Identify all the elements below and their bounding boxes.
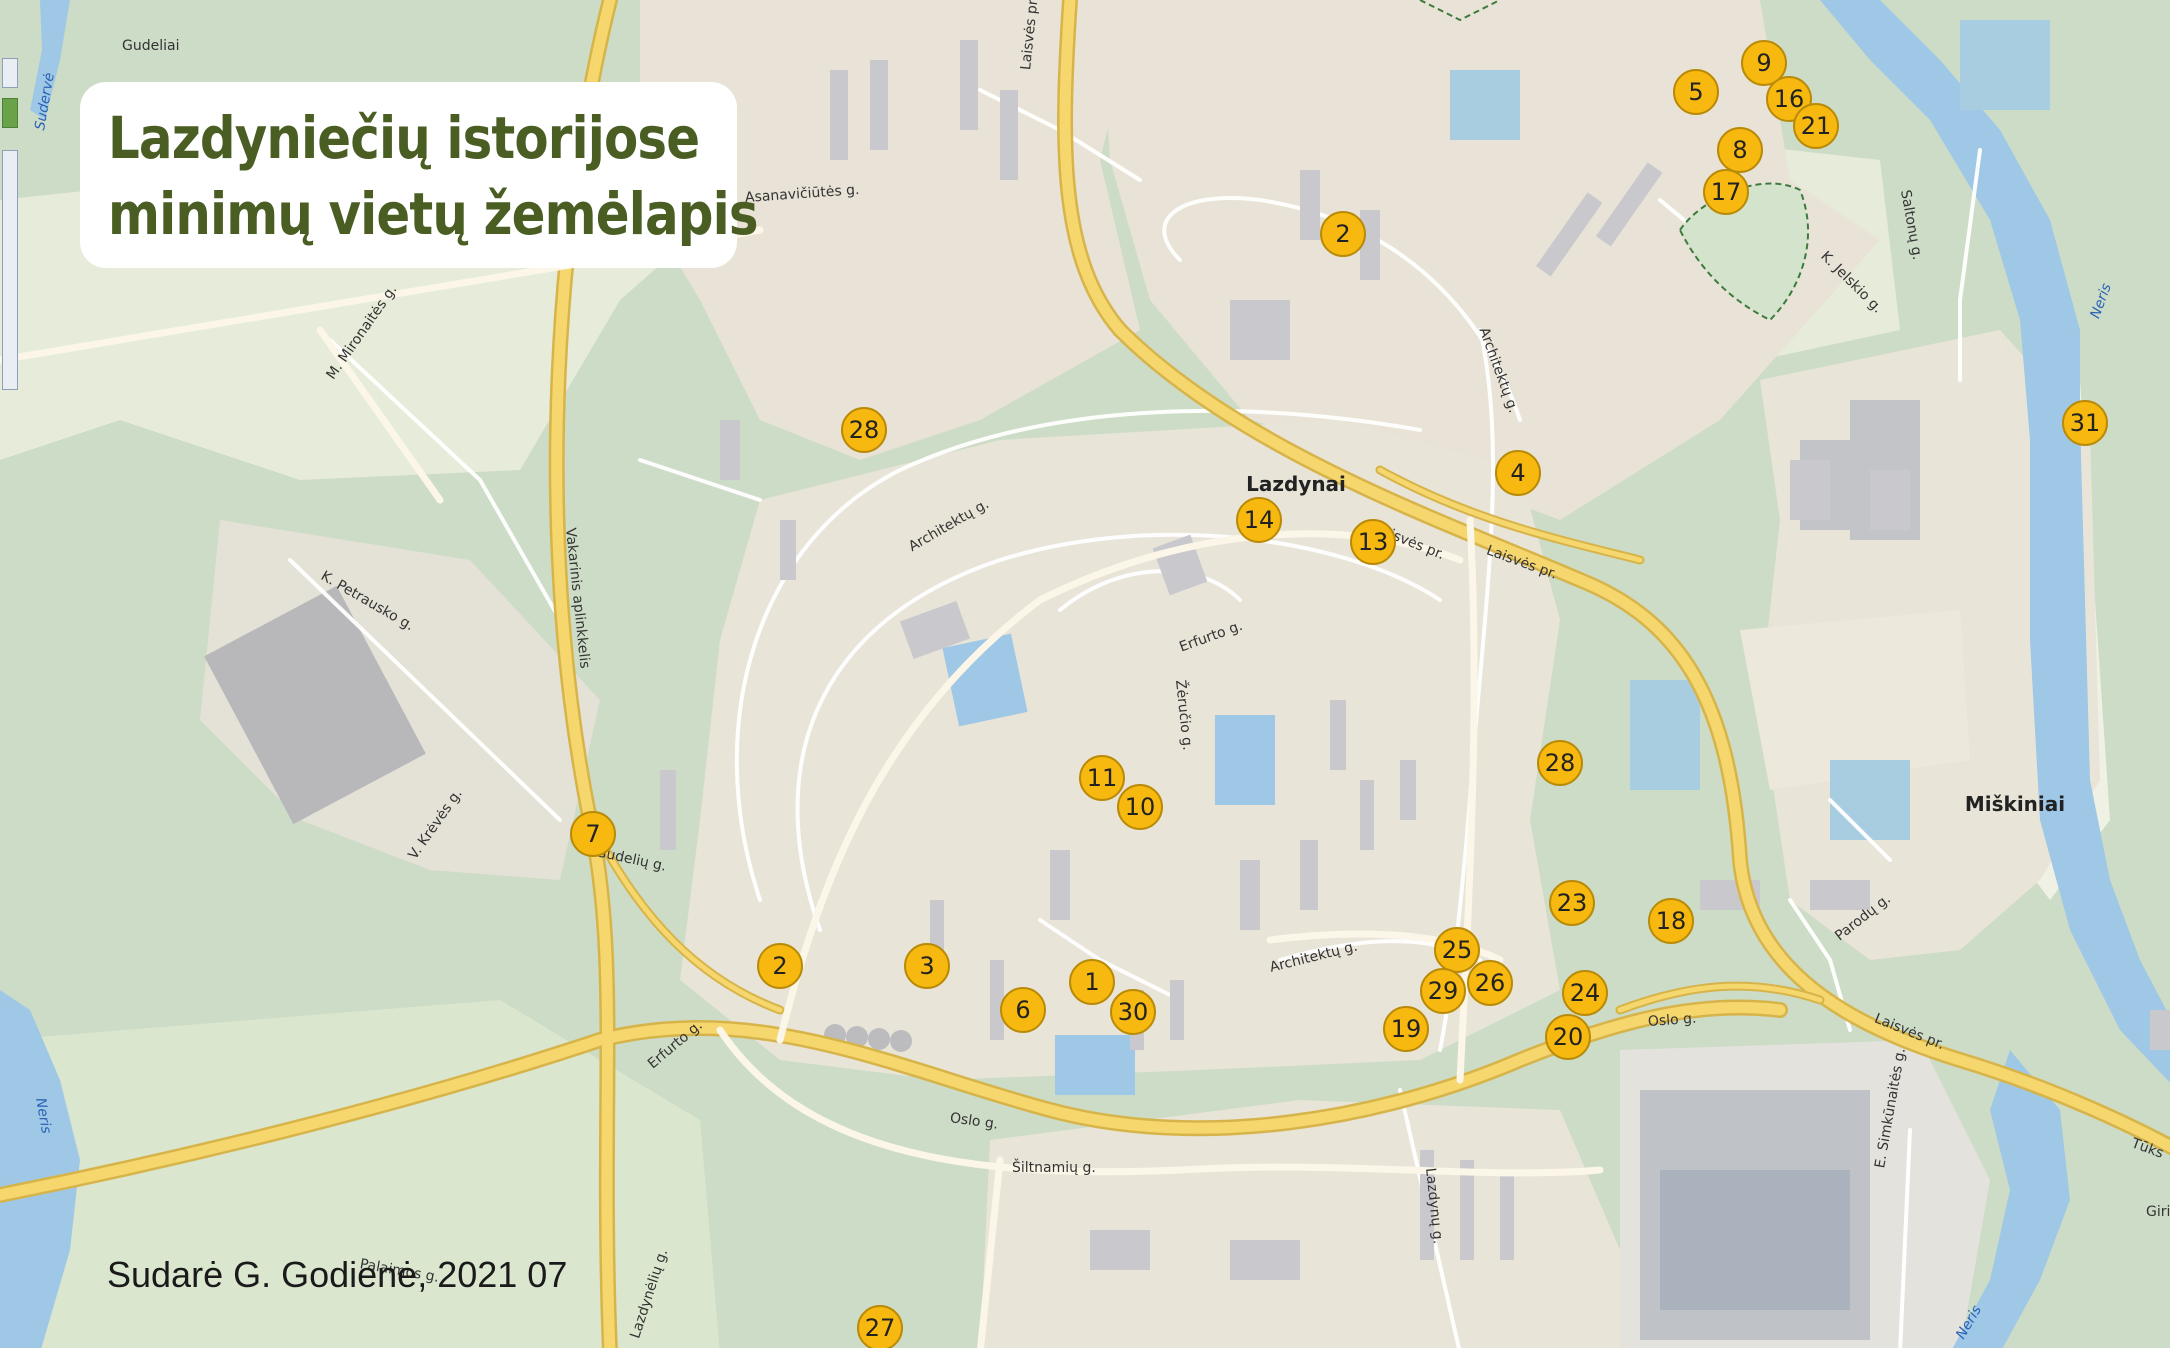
location-marker[interactable]: 19 <box>1383 1006 1429 1052</box>
location-marker[interactable]: 28 <box>841 407 887 453</box>
location-marker[interactable]: 31 <box>2062 400 2108 446</box>
location-marker[interactable]: 14 <box>1236 497 1282 543</box>
location-marker[interactable]: 10 <box>1117 784 1163 830</box>
location-marker[interactable]: 5 <box>1673 69 1719 115</box>
location-marker[interactable]: 4 <box>1495 450 1541 496</box>
zoom-in-button[interactable] <box>2 58 18 88</box>
location-marker[interactable]: 21 <box>1793 103 1839 149</box>
location-marker[interactable]: 29 <box>1420 968 1466 1014</box>
location-marker[interactable]: 27 <box>857 1305 903 1351</box>
location-marker[interactable]: 25 <box>1434 927 1480 973</box>
location-marker[interactable]: 18 <box>1648 898 1694 944</box>
street-label: Gudeliai <box>122 38 180 54</box>
location-marker[interactable]: 1 <box>1069 959 1115 1005</box>
location-marker[interactable]: 30 <box>1110 989 1156 1035</box>
location-marker[interactable]: 6 <box>1000 987 1046 1033</box>
map-title-box: Lazdyniečių istorijose minimų vietų žemė… <box>80 82 759 268</box>
place-label-lazdynai: Lazdynai <box>1246 472 1346 496</box>
location-marker[interactable]: 2 <box>757 943 803 989</box>
location-marker[interactable]: 7 <box>570 811 616 857</box>
location-marker[interactable]: 17 <box>1703 169 1749 215</box>
location-marker[interactable]: 24 <box>1562 970 1608 1016</box>
map-title-line-1: Lazdyniečių istorijose <box>108 104 700 172</box>
location-marker[interactable]: 13 <box>1350 519 1396 565</box>
location-marker[interactable]: 2 <box>1320 211 1366 257</box>
street-label: Oslo g. <box>1647 1010 1698 1030</box>
frame-edge <box>2170 0 2177 1353</box>
pan-arrow-icon[interactable] <box>2 98 18 128</box>
location-marker[interactable]: 11 <box>1079 755 1125 801</box>
map-credit: Sudarė G. Godienė, 2021 07 <box>107 1254 568 1295</box>
location-marker[interactable]: 20 <box>1545 1014 1591 1060</box>
street-label: Šiltnamių g. <box>1012 1160 1096 1176</box>
zoom-slider[interactable] <box>2 150 18 390</box>
frame-edge <box>0 1348 2177 1353</box>
zoom-control[interactable] <box>0 40 22 400</box>
location-marker[interactable]: 8 <box>1717 127 1763 173</box>
street-label: Giri <box>2146 1204 2171 1220</box>
location-marker[interactable]: 9 <box>1741 40 1787 86</box>
location-marker[interactable]: 3 <box>904 943 950 989</box>
location-marker[interactable]: 28 <box>1537 740 1583 786</box>
map-title-line-2: minimų vietų žemėlapis <box>108 180 759 248</box>
location-marker[interactable]: 23 <box>1549 880 1595 926</box>
location-marker[interactable]: 26 <box>1467 960 1513 1006</box>
location-marker[interactable]: 16 <box>1766 76 1812 122</box>
place-label-miskiniai: Miškiniai <box>1964 792 2066 816</box>
